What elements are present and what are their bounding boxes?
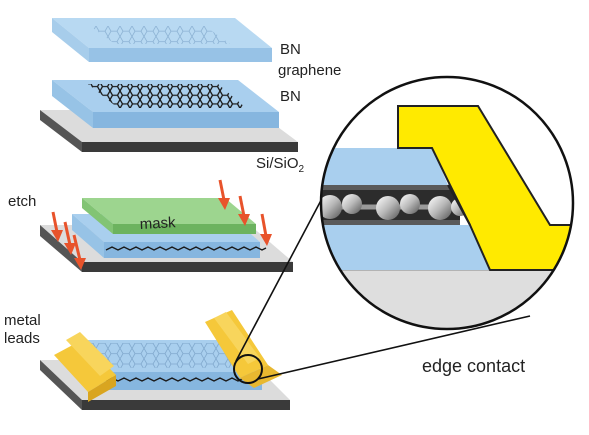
edge-contact-metal <box>397 105 573 271</box>
top-bn-layer <box>52 18 272 62</box>
metal-leads-label-line1: metal <box>4 312 41 329</box>
etch-mask <box>82 198 256 234</box>
metal-lead-left <box>54 332 116 402</box>
etch-panel: mask <box>40 179 293 272</box>
etch-arrow-3 <box>72 234 86 270</box>
edge-contact-label: edge contact <box>422 356 525 376</box>
etch-label: etch <box>8 193 36 210</box>
stack-panel <box>40 18 298 152</box>
etch-arrow-4 <box>218 179 230 210</box>
substrate-label: Si/SiO2 <box>256 155 305 175</box>
etch-arrows <box>51 179 272 270</box>
graphene-label: graphene <box>278 62 341 79</box>
leads-panel <box>40 310 290 410</box>
mask-label: mask <box>139 214 176 233</box>
metal-leads-label-line2: leads <box>4 330 40 347</box>
edge-contact-zoom <box>319 75 575 331</box>
etch-arrow-2 <box>63 221 76 255</box>
graphene-atoms <box>321 194 470 220</box>
etch-arrow-5 <box>238 195 250 226</box>
graphene-sheet <box>88 84 246 108</box>
bottom-bn-label: BN <box>280 88 301 105</box>
etch-arrow-6 <box>260 213 272 246</box>
substrate-subscript: 2 <box>299 164 305 175</box>
etch-arrow-1 <box>51 211 63 242</box>
top-bn-label: BN <box>280 41 301 58</box>
zoom-source-circle <box>233 354 263 384</box>
